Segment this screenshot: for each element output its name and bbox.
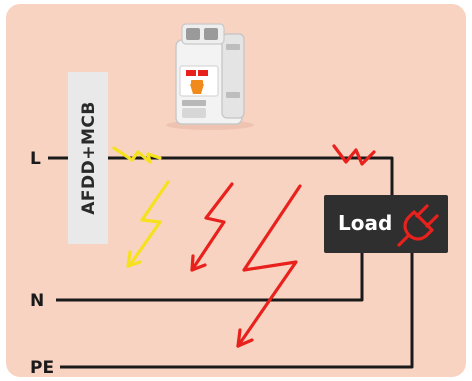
- load-box: Load: [324, 195, 448, 253]
- live-wire-label: L: [30, 149, 41, 169]
- lightning-bolt-icon: [236, 184, 302, 348]
- lightning-bolt-icon: [112, 146, 162, 164]
- afdd-mcb-label-bar: AFDD+MCB: [68, 72, 108, 244]
- diagram-background: [6, 4, 466, 377]
- plug-icon: [397, 204, 439, 247]
- lightning-bolt-icon: [332, 144, 376, 166]
- live-wire: [48, 156, 394, 197]
- neutral-wire: [56, 253, 364, 302]
- wires: [48, 156, 414, 369]
- pe-wire: [60, 253, 414, 369]
- afdd-mcb-label-background: [68, 72, 108, 244]
- lightning-bolt-icon: [190, 182, 234, 272]
- fault-arcs: [190, 144, 376, 348]
- neutral-wire-label: N: [30, 291, 44, 311]
- load-label: Load: [338, 211, 392, 235]
- afdd-mcb-label: AFDD+MCB: [79, 101, 99, 215]
- afdd-mcb-breaker-icon: [166, 23, 254, 130]
- pe-wire-label: PE: [30, 358, 54, 378]
- detected-arcs: [112, 146, 170, 268]
- lightning-bolt-icon: [126, 180, 170, 268]
